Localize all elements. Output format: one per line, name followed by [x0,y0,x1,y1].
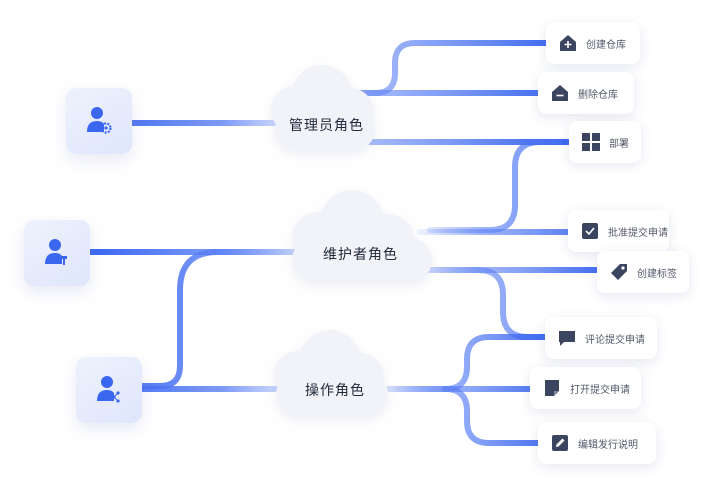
permission-card-edit-notes: 编辑发行说明 [538,422,656,464]
role-label-maintainer: 维护者角色 [323,247,398,263]
permission-card-create-repo: 创建仓库 [546,22,640,64]
permission-label: 删除仓库 [578,89,618,101]
permission-label: 部署 [609,138,629,150]
house-minus-icon [552,85,568,101]
permission-card-open: 打开提交申请 [530,367,641,409]
connector-admin-create-repo [342,40,563,96]
permission-label: 创建标签 [637,268,677,280]
permission-label: 批准提交申请 [608,227,668,239]
permission-card-create-tag: 创建标签 [597,251,689,293]
permission-label: 评论提交申请 [585,334,645,346]
admin-avatar [66,88,132,154]
maintainer-avatar [24,220,90,286]
connector-admin-deploy-down [427,139,563,233]
comment-icon [559,331,575,346]
permission-card-deploy: 部署 [569,121,641,163]
permission-card-approve: 批准提交申请 [568,210,669,252]
user-wrench-icon [45,239,67,265]
edit-icon [552,435,568,451]
document-icon [545,380,559,396]
cloud-operator [274,330,388,416]
permission-label: 创建仓库 [586,39,626,51]
role-label-admin: 管理员角色 [289,118,364,134]
connector-operator-maintainer [139,249,303,389]
permission-card-delete-repo: 删除仓库 [538,72,634,114]
operator-avatar [76,357,142,423]
permission-label: 编辑发行说明 [578,439,638,451]
connector-operator-edit [442,386,563,446]
cloud-admin [271,65,375,150]
connector-maintainer-comment [427,267,563,340]
cloud-maintainer [292,190,432,282]
user-gear-icon [87,107,112,134]
permission-card-comment: 评论提交申请 [545,317,657,359]
house-plus-icon [560,35,576,51]
user-share-icon [97,376,120,403]
grid-icon [582,133,600,151]
checkbox-icon [582,223,598,239]
permission-label: 打开提交申请 [570,384,630,396]
tag-icon [611,264,627,280]
role-label-operator: 操作角色 [305,383,365,399]
